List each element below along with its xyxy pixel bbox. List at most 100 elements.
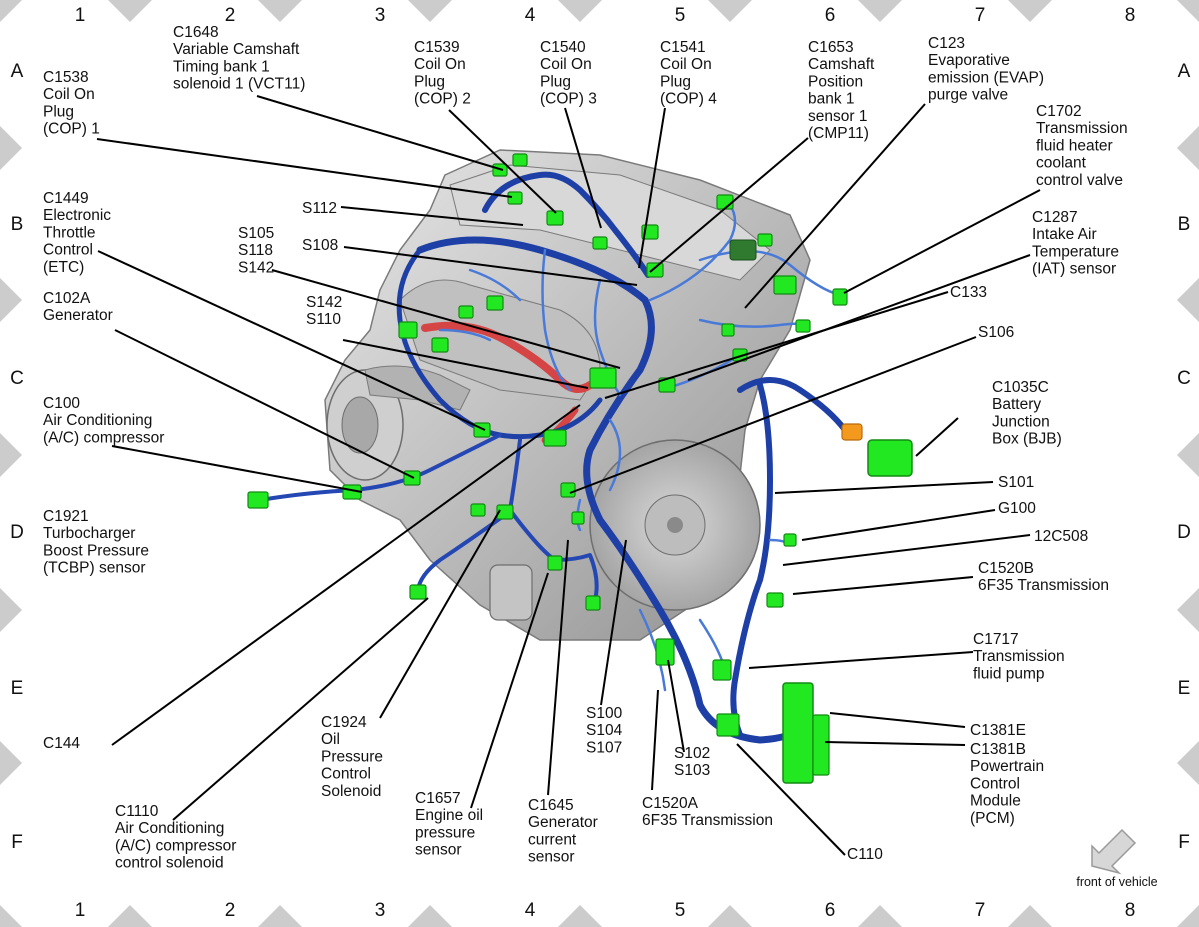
frame-triangle-bottom xyxy=(558,905,602,927)
evap-valve-body xyxy=(729,239,757,261)
leader-lines xyxy=(96,95,1041,856)
connectors xyxy=(247,153,913,784)
grid-column-label-top: 8 xyxy=(1125,5,1136,26)
callout-line: Evaporative xyxy=(928,52,1010,69)
frame-triangle-top xyxy=(1008,0,1052,22)
leader-line xyxy=(829,712,966,728)
callout-line: Generator xyxy=(528,814,598,831)
grid-column-label-bottom: 6 xyxy=(825,900,836,921)
grid-column-label-top: 4 xyxy=(525,5,536,26)
connector-plug xyxy=(431,337,449,353)
leader-line xyxy=(448,109,557,214)
callout-line: fluid pump xyxy=(973,665,1045,682)
grid-row-label-left: E xyxy=(11,678,24,699)
callout-line: C1924 xyxy=(321,714,367,731)
callout-line: C1921 xyxy=(43,508,89,525)
callout-line: S100 xyxy=(586,705,623,722)
callout-line: (COP) 1 xyxy=(43,121,100,138)
callout-line: purge valve xyxy=(928,87,1008,104)
grid-row-label-right: B xyxy=(1178,214,1191,235)
harness-thin-c xyxy=(438,268,622,532)
connector-plug xyxy=(247,491,269,509)
callout-line: Control xyxy=(321,766,371,783)
leader-line xyxy=(748,651,974,669)
callout-line: (A/C) compressor xyxy=(115,837,236,854)
callout-line: C1035C xyxy=(992,379,1049,396)
callout-line: S142 xyxy=(306,294,342,311)
callout-line: Plug xyxy=(43,103,74,120)
frame-triangle-bottom xyxy=(108,905,152,927)
callout-line: S118 xyxy=(238,242,273,259)
harness-main-trunk xyxy=(416,236,799,744)
callout-line: Plug xyxy=(660,73,691,90)
leader-line xyxy=(172,597,429,821)
frame-triangle-right xyxy=(1177,588,1199,632)
leader-line xyxy=(271,269,621,369)
connector-plug xyxy=(712,659,732,681)
leader-line xyxy=(96,138,513,198)
frame-triangle-top xyxy=(108,0,152,22)
callout-line: current xyxy=(528,831,577,848)
callout-line: S107 xyxy=(586,739,622,756)
callout-line: Coil On xyxy=(540,56,592,73)
callout-line: control valve xyxy=(1036,172,1123,189)
connector-plug xyxy=(512,153,528,167)
callout-line: Position xyxy=(808,73,863,90)
connector-plug xyxy=(716,713,740,737)
grid-column-label-bottom: 3 xyxy=(375,900,386,921)
connector-plug xyxy=(721,323,735,337)
callout-line: S104 xyxy=(586,722,623,739)
callout-line: C110 xyxy=(847,846,883,863)
frame-corner xyxy=(0,0,22,22)
frame-triangle-bottom xyxy=(258,905,302,927)
grid-row-label-left: F xyxy=(11,832,23,853)
callout-line: Coil On xyxy=(43,86,95,103)
grid-column-label-top: 6 xyxy=(825,5,836,26)
connector-plug xyxy=(832,288,848,306)
callout-line: C133 xyxy=(950,284,987,301)
callout-line: Electronic xyxy=(43,207,111,224)
grid-column-label-bottom: 4 xyxy=(525,900,536,921)
callout-line: S108 xyxy=(302,237,338,254)
grid-column-label-bottom: 2 xyxy=(225,900,236,921)
callout-s106: S106 xyxy=(978,324,1014,341)
callout-line: (ETC) xyxy=(43,259,84,276)
grid-row-label-right: A xyxy=(1178,61,1191,82)
callout-line: Powertrain xyxy=(970,758,1044,775)
callout-line: C1381E xyxy=(970,722,1026,739)
callout-g100: G100 xyxy=(998,500,1036,517)
callout-line: Boost Pressure xyxy=(43,542,149,559)
frame-triangle-bottom xyxy=(1008,905,1052,927)
callout-line: G100 xyxy=(998,500,1036,517)
callout-line: 6F35 Transmission xyxy=(642,812,773,829)
callout-line: Battery xyxy=(992,396,1041,413)
callout-line: S110 xyxy=(306,311,341,328)
harness-right-branch xyxy=(737,377,848,433)
callout-line: sensor xyxy=(415,842,462,859)
callout-line: (CMP11) xyxy=(808,125,869,142)
pcm-connector-c1381e xyxy=(782,682,814,784)
callout-line: S101 xyxy=(998,474,1034,491)
callout-line: fluid heater xyxy=(1036,137,1113,154)
frame-triangle-bottom xyxy=(408,905,452,927)
frame-triangle-top xyxy=(708,0,752,22)
callout-line: C1381B xyxy=(970,741,1026,758)
callout-line: Variable Camshaft xyxy=(173,41,300,58)
callout-line: Air Conditioning xyxy=(43,412,152,429)
callout-line: S112 xyxy=(302,200,337,217)
grid-column-label-top: 3 xyxy=(375,5,386,26)
grid-row-label-left: C xyxy=(10,368,24,389)
